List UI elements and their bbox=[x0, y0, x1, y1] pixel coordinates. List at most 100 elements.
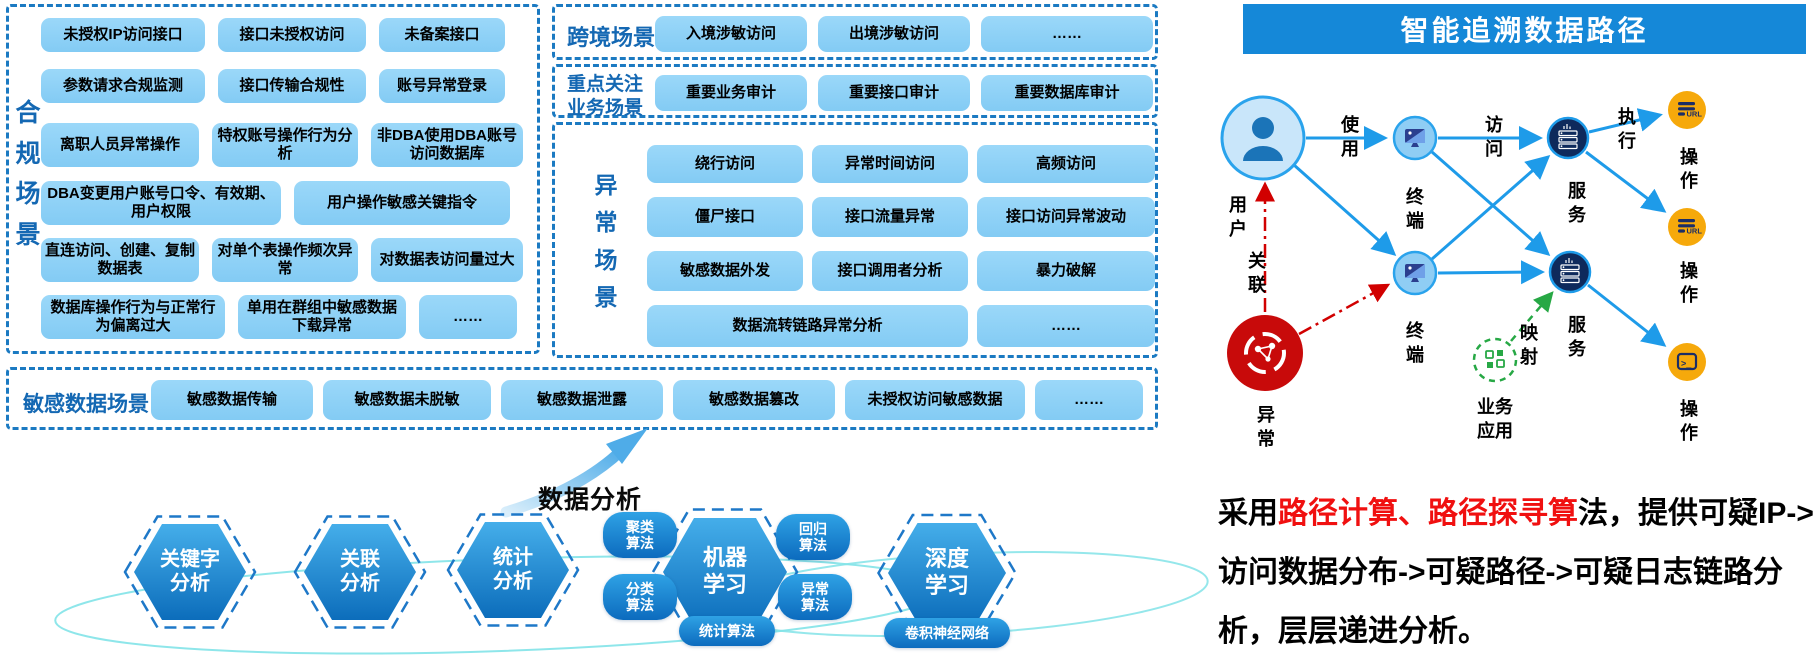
scenario-box: 数据流转链路异常分析 bbox=[647, 305, 968, 347]
scenario-box: 参数请求合规监测 bbox=[41, 69, 205, 103]
pill-label: 聚类算法 bbox=[626, 518, 654, 551]
hexagon-outline bbox=[446, 513, 580, 627]
scenario-box: …… bbox=[419, 295, 517, 339]
scenario-box: 对数据表访问量过大 bbox=[371, 238, 523, 282]
user-node bbox=[1220, 95, 1306, 181]
bizapp-icon bbox=[1485, 350, 1505, 368]
analysis-decoration bbox=[54, 428, 1209, 655]
abnormal-node bbox=[1227, 315, 1303, 391]
compliance-panel-label: 合规场景 bbox=[15, 99, 41, 249]
edge-label-map: 映射 bbox=[1520, 323, 1538, 367]
operation1-label: 操作 bbox=[1680, 147, 1698, 191]
key-business-label: 重点关注业务场景 bbox=[567, 74, 644, 119]
scenario-box: 接口未授权访问 bbox=[218, 18, 366, 52]
prompt-glyph: >_ bbox=[1681, 359, 1692, 369]
bizapp-node bbox=[1472, 337, 1518, 383]
scenario-box: 接口访问异常波动 bbox=[977, 197, 1155, 237]
edge-terminal2-service2 bbox=[1437, 260, 1545, 285]
footer-text-red: 路径计算、路径探寻算 bbox=[1278, 497, 1578, 530]
url-icon: URL bbox=[1678, 219, 1702, 235]
abnormal-label: 异常 bbox=[1257, 405, 1275, 449]
terminal2-label: 终端 bbox=[1406, 321, 1424, 365]
service1-label: 服务 bbox=[1568, 181, 1586, 225]
abnormal-icon bbox=[1244, 332, 1286, 374]
operation3-node: >_ bbox=[1668, 343, 1706, 381]
url-icon-text: URL bbox=[1687, 226, 1703, 235]
scenario-box: 重要接口审计 bbox=[818, 75, 970, 111]
edge-label-relate: 关联 bbox=[1248, 251, 1266, 295]
pill-label: 卷积神经网络 bbox=[905, 624, 989, 641]
scenario-box: 接口流量异常 bbox=[812, 197, 968, 237]
hexagon-outline bbox=[877, 513, 1017, 633]
scenario-box: 用户操作敏感关键指令 bbox=[294, 181, 510, 225]
pill-label: 回归算法 bbox=[799, 520, 827, 553]
url-icon: URL bbox=[1678, 102, 1702, 118]
pill-label: 统计算法 bbox=[699, 622, 755, 639]
scenario-box: 未授权访问敏感数据 bbox=[845, 380, 1025, 420]
hexagon-machine-learning bbox=[663, 518, 787, 626]
algorithm-pill: 回归算法 bbox=[776, 514, 850, 560]
data-analysis-arrow bbox=[500, 444, 628, 518]
trace-title-banner: 智能追溯数据路径 bbox=[1243, 4, 1806, 54]
scenario-box: 单用在群组中敏感数据下载异常 bbox=[238, 295, 406, 339]
scenario-box: 离职人员异常操作 bbox=[41, 123, 199, 167]
service2-label: 服务 bbox=[1568, 315, 1586, 359]
hexagon-label: 统计分析 bbox=[493, 546, 533, 593]
scenario-box: 重要数据库审计 bbox=[981, 75, 1153, 111]
data-analysis-label: 数据分析 bbox=[538, 486, 643, 514]
hexagon-label: 深度学习 bbox=[924, 546, 969, 598]
scenario-box: …… bbox=[981, 16, 1153, 52]
hexagon-outline bbox=[651, 508, 799, 636]
edge-service2-operation3 bbox=[1587, 283, 1667, 347]
scenario-box: 敏感数据未脱敏 bbox=[323, 380, 491, 420]
edge-terminal1-service2 bbox=[1431, 150, 1551, 256]
hexagon-label: 机器学习 bbox=[702, 545, 747, 597]
edge-service1-operation2 bbox=[1585, 150, 1667, 213]
hexagon-keyword-analysis bbox=[134, 524, 246, 620]
operation3-label: 操作 bbox=[1680, 399, 1698, 443]
terminal1-node bbox=[1392, 115, 1438, 161]
scenario-box: 敏感数据篡改 bbox=[673, 380, 835, 420]
scenario-box: 出境涉敏访问 bbox=[818, 16, 970, 52]
cross-border-label: 跨境场景 bbox=[567, 25, 656, 50]
scenario-box: 重要业务审计 bbox=[655, 75, 807, 111]
url-icon-text: URL bbox=[1687, 109, 1703, 118]
hexagon-deep-learning bbox=[888, 523, 1006, 623]
hexagon-outline bbox=[293, 515, 427, 629]
pill-label: 异常算法 bbox=[801, 580, 829, 613]
scenario-box: 入境涉敏访问 bbox=[655, 16, 807, 52]
trace-title: 智能追溯数据路径 bbox=[1400, 15, 1649, 46]
scenario-box: 异常时间访问 bbox=[812, 145, 968, 183]
terminal1-label: 终端 bbox=[1406, 187, 1424, 231]
scenario-box: 直连访问、创建、复制数据表 bbox=[41, 238, 199, 282]
edge-abnormal-terminal2 bbox=[1298, 283, 1391, 336]
scenario-box: 未备案接口 bbox=[379, 18, 505, 52]
operation2-label: 操作 bbox=[1680, 261, 1698, 305]
bizapp-label: 业务应用 bbox=[1477, 397, 1513, 441]
sensitive-panel-label: 敏感数据场景 bbox=[23, 393, 149, 416]
service1-node bbox=[1546, 116, 1590, 160]
algorithm-pill: 统计算法 bbox=[679, 616, 775, 646]
operation1-node: URL bbox=[1668, 91, 1706, 129]
server-icon bbox=[1558, 124, 1578, 150]
key-business-panel: 重点关注业务场景 重要业务审计 重要接口审计 重要数据库审计 bbox=[552, 64, 1158, 119]
terminal-icon bbox=[1405, 129, 1425, 147]
terminal2-node bbox=[1392, 250, 1438, 296]
edge-label-use: 使用 bbox=[1341, 115, 1359, 159]
pill-label: 分类算法 bbox=[626, 580, 654, 613]
compliance-panel: 合规场景 未授权IP访问接口 接口未授权访问 未备案接口 参数请求合规监测 接口… bbox=[6, 4, 540, 354]
hexagon-label: 关联分析 bbox=[340, 548, 380, 595]
service2-node bbox=[1548, 250, 1592, 294]
data-analysis-arrowhead bbox=[606, 428, 648, 464]
scenario-box: 接口传输合规性 bbox=[218, 69, 366, 103]
scenario-box: 绕行访问 bbox=[647, 145, 803, 183]
terminal-prompt-icon: >_ bbox=[1676, 352, 1698, 371]
edge-terminal2-service1 bbox=[1431, 155, 1551, 261]
user-label: 用户 bbox=[1229, 195, 1247, 239]
edge-user-terminal2 bbox=[1293, 163, 1397, 256]
abnormal-panel: 异常场景 绕行访问 异常时间访问 高频访问 僵尸接口 接口流量异常 接口访问异常… bbox=[552, 122, 1158, 358]
footer-description: 采用路径计算、路径探寻算法，提供可疑IP->访问数据分布->可疑路径->可疑日志… bbox=[1218, 484, 1814, 661]
footer-text-1: 采用 bbox=[1218, 497, 1278, 530]
scenario-box: 数据库操作行为与正常行为偏离过大 bbox=[41, 295, 225, 339]
abnormal-panel-label: 异常场景 bbox=[594, 172, 618, 310]
